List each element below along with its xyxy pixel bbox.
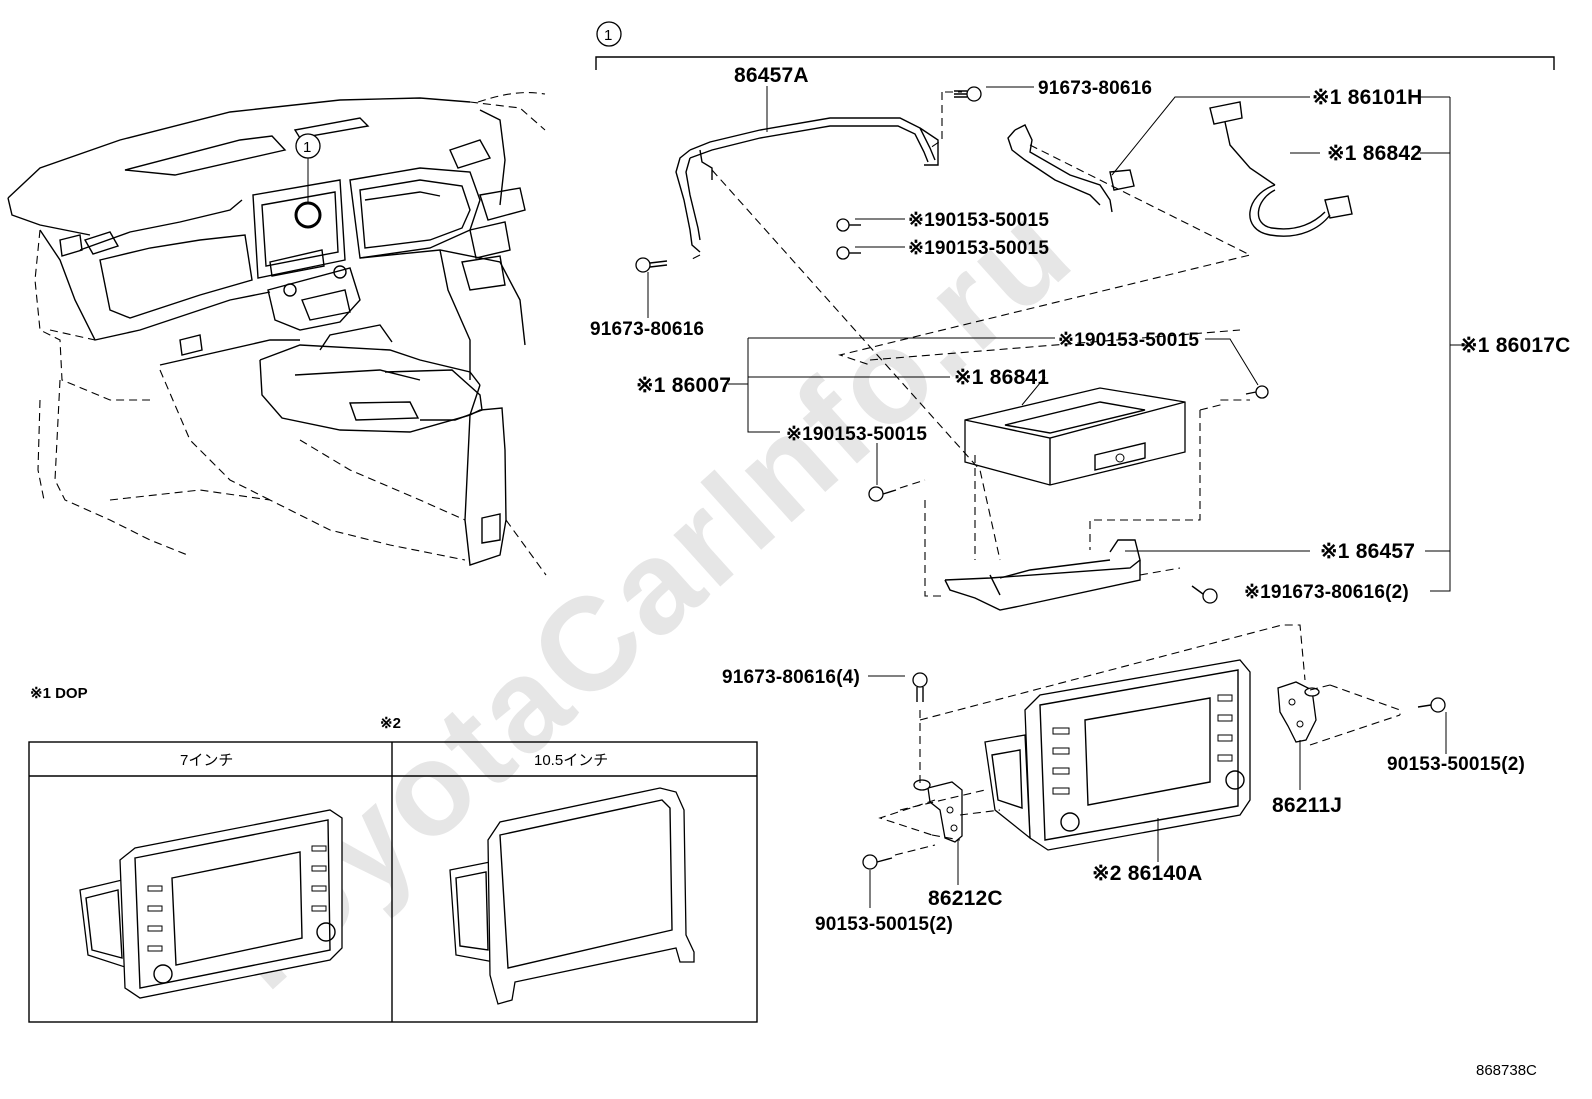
part-label-86101H: ※1 86101H	[1312, 86, 1422, 109]
part-label-86017C: ※1 86017C	[1460, 334, 1570, 357]
screw-icon	[1245, 385, 1269, 399]
upper-leaders	[647, 86, 1468, 592]
part-label-86211J: 86211J	[1272, 794, 1342, 817]
part-label-190153-c: ※190153-50015	[1058, 330, 1199, 351]
screw-icon	[912, 672, 928, 702]
part-label-86007: ※1 86007	[636, 374, 731, 397]
part-label-86212C: 86212C	[928, 887, 1003, 910]
part-label-191673: ※191673-80616(2)	[1244, 582, 1409, 603]
dashboard-illustration: 1	[7, 92, 547, 576]
upper-screws	[635, 86, 1269, 604]
part-label-91673-4: 91673-80616(4)	[722, 667, 860, 688]
part-label-190153-b: ※190153-50015	[908, 238, 1049, 259]
note-variant: ※2	[380, 715, 401, 732]
screw-icon	[635, 257, 668, 273]
note-dop: ※1 DOP	[30, 685, 88, 702]
part-label-90153-right: 90153-50015(2)	[1387, 754, 1525, 775]
dashboard-callout-number: 1	[303, 139, 311, 156]
part-label-86457A: 86457A	[734, 64, 809, 87]
part-label-86457: ※1 86457	[1320, 540, 1415, 563]
table-header-10-5inch: 10.5インチ	[534, 752, 608, 769]
lower-leaders	[868, 675, 1447, 908]
screw-icon	[862, 854, 893, 870]
part-label-190153-a: ※190153-50015	[908, 210, 1049, 231]
assembly-callout-number: 1	[604, 27, 612, 44]
part-label-86842: ※1 86842	[1327, 142, 1422, 165]
upper-assembly-parts	[675, 91, 1353, 611]
part-label-86140A: ※2 86140A	[1092, 862, 1202, 885]
part-label-91673-top: 91673-80616	[1038, 78, 1152, 99]
screw-icon	[954, 86, 982, 102]
head-unit-7inch-drawing	[79, 809, 343, 999]
diagram-code: 868738C	[1476, 1062, 1537, 1079]
variant-table: 7インチ 10.5インチ	[28, 741, 758, 1023]
part-labels: 86457A 91673-80616 ※1 86101H ※1 86842 ※1…	[590, 64, 1570, 935]
screw-icon	[1191, 585, 1218, 604]
part-label-90153-bottom: 90153-50015(2)	[815, 914, 953, 935]
head-unit-assembly	[862, 624, 1446, 870]
screw-icon	[836, 246, 861, 260]
table-header-7inch: 7インチ	[180, 752, 233, 769]
assembly-bracket: 1	[595, 21, 1555, 70]
part-label-190153-d: ※190153-50015	[786, 424, 927, 445]
screw-icon	[1417, 697, 1446, 713]
head-unit-10-5inch-drawing	[449, 787, 695, 1005]
screw-icon	[868, 486, 897, 502]
screw-icon	[836, 218, 861, 232]
part-label-86841: ※1 86841	[954, 366, 1049, 389]
part-label-91673-left: 91673-80616	[590, 319, 704, 340]
